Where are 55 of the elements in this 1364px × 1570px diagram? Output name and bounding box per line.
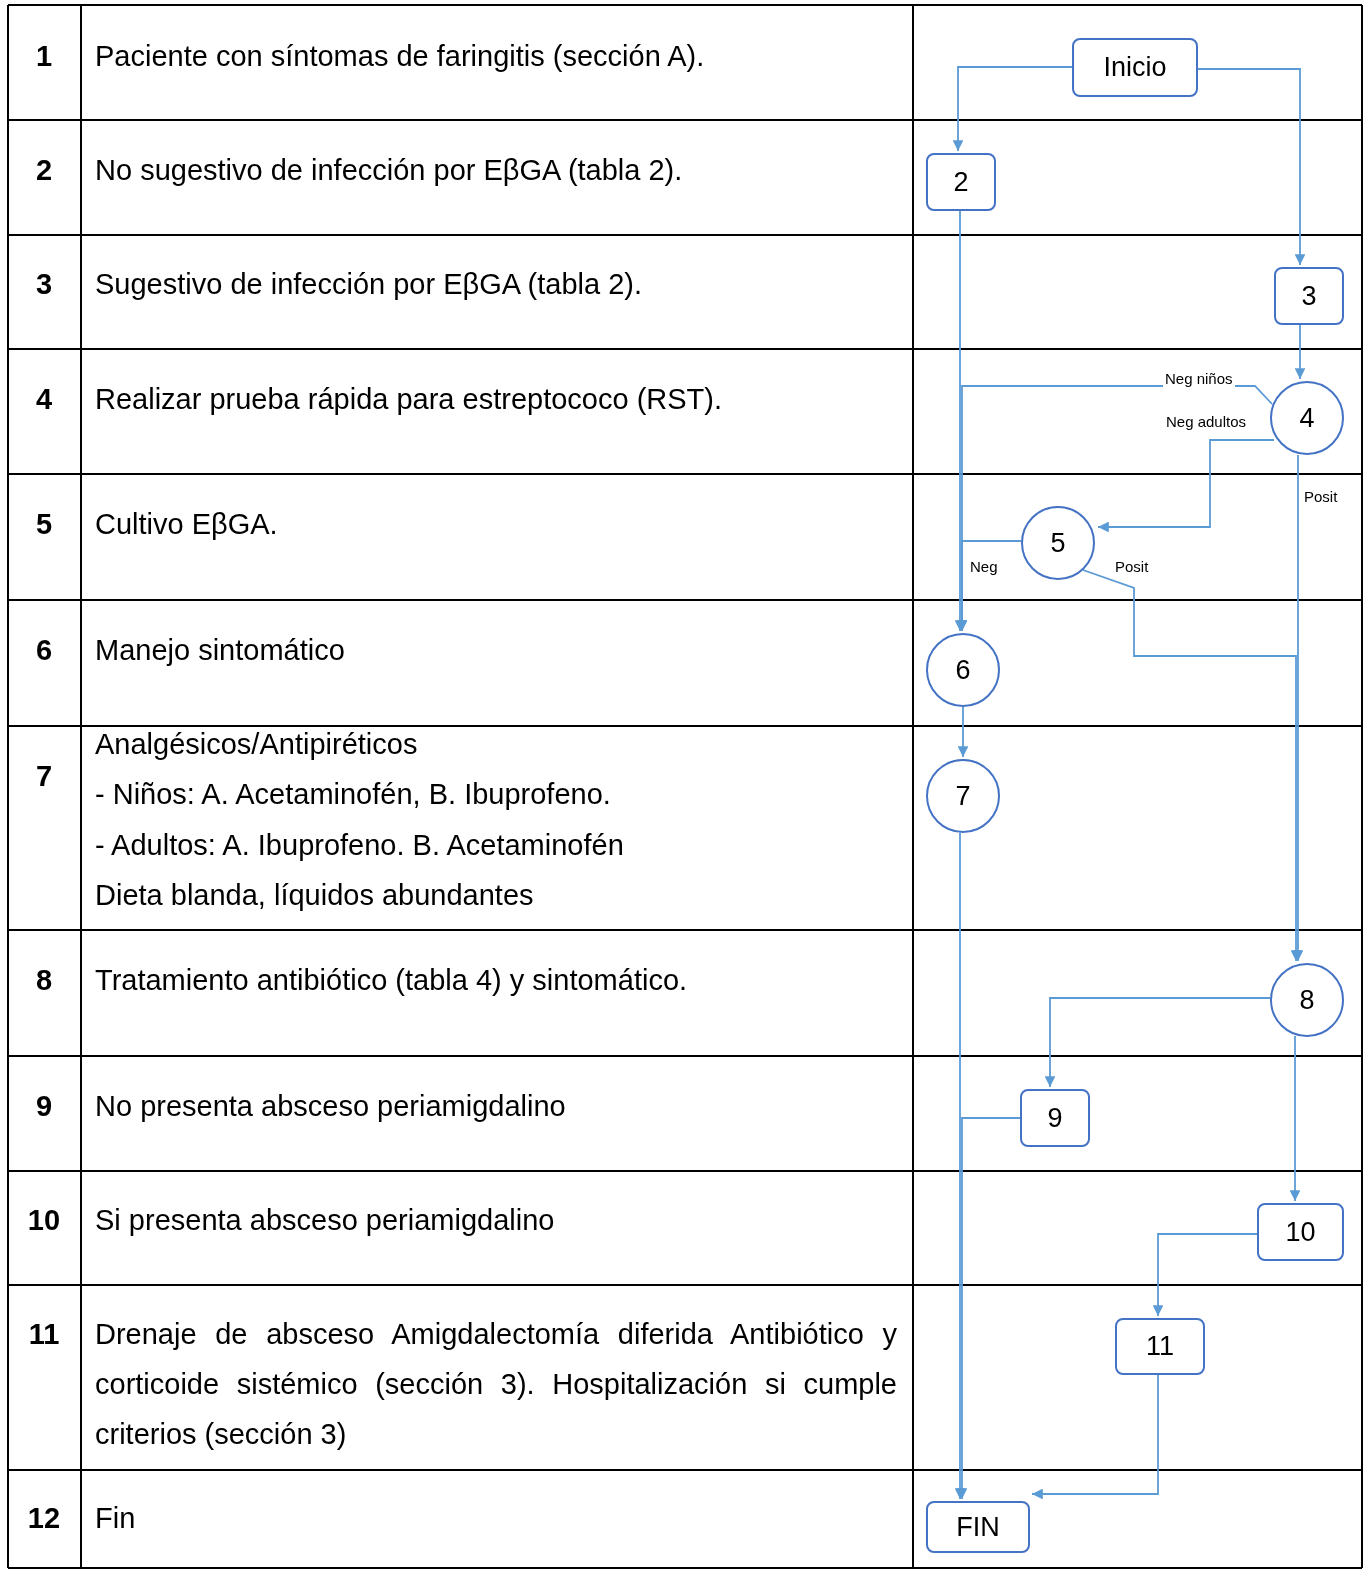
step-box: 3 — [1274, 267, 1344, 325]
step-box: 10 — [1257, 1203, 1344, 1261]
arrow — [1289, 1035, 1301, 1202]
edge-label: Posit — [1302, 488, 1340, 505]
step-description: Drenaje de absceso Amigdalectomía diferida Antibiótico y corticoide sistémico (sección 3). Hospitalización si cumple criterios (sección 3) — [95, 1317, 897, 1452]
arrow — [957, 706, 969, 758]
step-description: Si presenta absceso periamigdalino — [95, 1205, 555, 1235]
row-number: 10 — [26, 1205, 62, 1235]
step-description: Dieta blanda, líquidos abundantes — [95, 880, 534, 910]
row-number: 7 — [34, 761, 54, 791]
step-circle: 6 — [926, 633, 1000, 707]
step-box: 2 — [926, 153, 996, 211]
arrow — [1197, 68, 1306, 266]
row-number: 8 — [34, 965, 54, 995]
arrow — [952, 66, 1073, 152]
step-description: - Niños: A. Acetaminofén, B. Ibuprofeno. — [95, 779, 611, 809]
step-box: 11 — [1115, 1318, 1205, 1375]
row-number: 6 — [34, 635, 54, 665]
step-circle: 4 — [1270, 381, 1344, 455]
step-description: Realizar prueba rápida para estreptococo (RST). — [95, 384, 723, 414]
arrow — [1097, 439, 1275, 533]
row-number: 9 — [34, 1091, 54, 1121]
arrow — [1294, 324, 1306, 380]
step-description: - Adultos: A. Ibuprofeno. B. Acetaminofén — [95, 830, 624, 860]
step-description: No sugestivo de infección por EβGA (tabla 2). — [95, 155, 683, 185]
step-circle: 8 — [1270, 963, 1344, 1037]
arrow — [1044, 997, 1271, 1088]
step-box: FIN — [926, 1501, 1030, 1553]
edge-label: Neg adultos — [1164, 413, 1249, 430]
row-number: 12 — [26, 1503, 62, 1533]
row-number: 2 — [34, 155, 54, 185]
step-description: Fin — [95, 1503, 136, 1533]
step-description: Tratamiento antibiótico (tabla 4) y sintomático. — [95, 965, 688, 995]
row-number: 3 — [34, 269, 54, 299]
arrow — [956, 1117, 1021, 1500]
row-number: 11 — [27, 1319, 61, 1349]
step-description: Cultivo EβGA. — [95, 509, 278, 539]
step-circle: 5 — [1021, 506, 1095, 580]
edge-label: Posit — [1113, 558, 1151, 575]
step-description: Paciente con síntomas de faringitis (sección A). — [95, 41, 705, 71]
step-description: Manejo sintomático — [95, 635, 345, 665]
row-number: 4 — [34, 384, 54, 414]
arrow — [1082, 569, 1302, 962]
step-description: Sugestivo de infección por EβGA (tabla 2). — [95, 269, 643, 299]
row-number: 5 — [34, 509, 54, 539]
arrow — [1031, 1374, 1159, 1500]
arrow — [1152, 1233, 1258, 1317]
step-circle: 7 — [926, 759, 1000, 833]
edge-label: Neg niños — [1163, 370, 1235, 387]
step-description: Analgésicos/Antipiréticos — [95, 729, 418, 759]
arrow — [956, 540, 1022, 632]
step-description: No presenta absceso periamigdalino — [95, 1091, 566, 1121]
step-box: Inicio — [1072, 38, 1198, 97]
row-number: 1 — [34, 41, 54, 71]
step-box: 9 — [1020, 1089, 1090, 1147]
